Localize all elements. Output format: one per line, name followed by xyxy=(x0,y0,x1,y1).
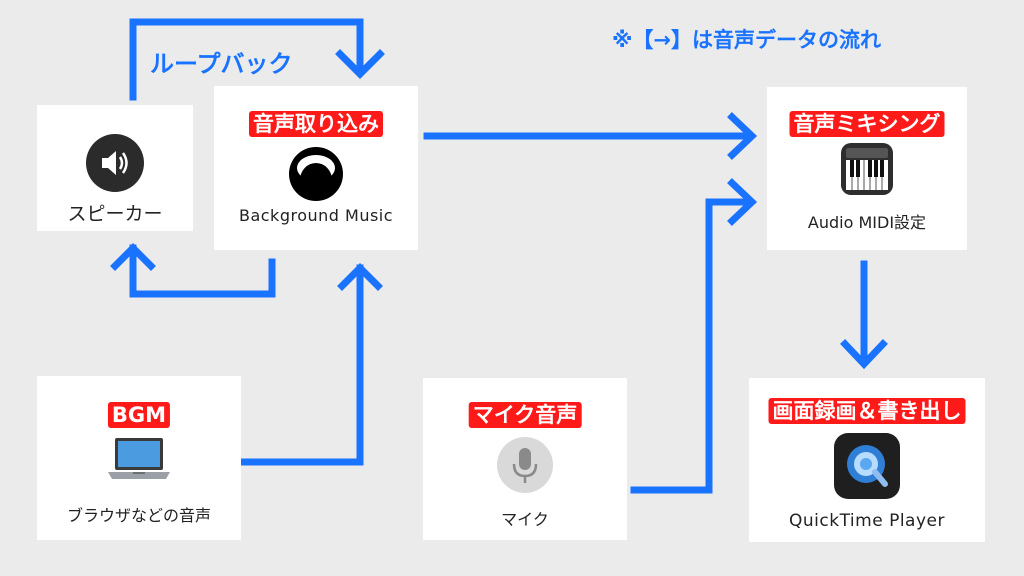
capture-label: Background Music xyxy=(238,206,394,225)
bgm-to-capture-arrowhead xyxy=(337,263,383,291)
background-music-icon xyxy=(289,147,343,201)
loopback-arrowhead xyxy=(335,49,385,79)
mixing-tag: 音声ミキシング xyxy=(789,111,945,137)
speaker-icon xyxy=(86,134,144,192)
capture-node: 音声取り込み Background Music xyxy=(214,86,418,250)
speaker-label: スピーカー xyxy=(67,203,163,225)
mic-to-mixing-arrow xyxy=(630,198,754,494)
quicktime-icon xyxy=(834,433,900,499)
recording-node: 画面録画＆書き出し QuickTime Player xyxy=(749,378,985,542)
loopback-label: ループバック xyxy=(150,50,293,78)
bgm-tag: BGM xyxy=(107,402,171,428)
bgm-to-capture-arrow xyxy=(239,264,364,466)
recording-tag: 画面録画＆書き出し xyxy=(768,398,966,424)
mixing-node: 音声ミキシング Audio MIDI設定 xyxy=(767,87,967,250)
bgm-label: ブラウザなどの音声 xyxy=(66,506,211,525)
mic-to-mixing-arrowhead xyxy=(727,178,758,226)
mic-label: マイク xyxy=(501,510,549,529)
bgm-node: BGM ブラウザなどの音声 xyxy=(37,376,241,540)
mic-node: マイク音声 マイク xyxy=(423,378,627,540)
speaker-node: スピーカー xyxy=(37,105,193,231)
microphone-icon xyxy=(497,437,553,493)
capture-to-mixing-arrowhead xyxy=(727,112,758,160)
laptop-icon xyxy=(108,438,170,479)
recording-label: QuickTime Player xyxy=(789,511,945,531)
legend-note: ※【→】は音声データの流れ xyxy=(612,28,882,52)
piano-keyboard-icon xyxy=(841,143,893,195)
loopback-arrow xyxy=(129,18,364,101)
mic-tag: マイク音声 xyxy=(468,402,582,428)
capture-to-speaker-arrow xyxy=(129,244,276,298)
capture-tag: 音声取り込み xyxy=(249,111,383,137)
mixing-label: Audio MIDI設定 xyxy=(807,213,927,232)
capture-to-speaker-arrowhead xyxy=(110,243,156,271)
mixing-to-recording-arrowhead xyxy=(840,339,888,370)
